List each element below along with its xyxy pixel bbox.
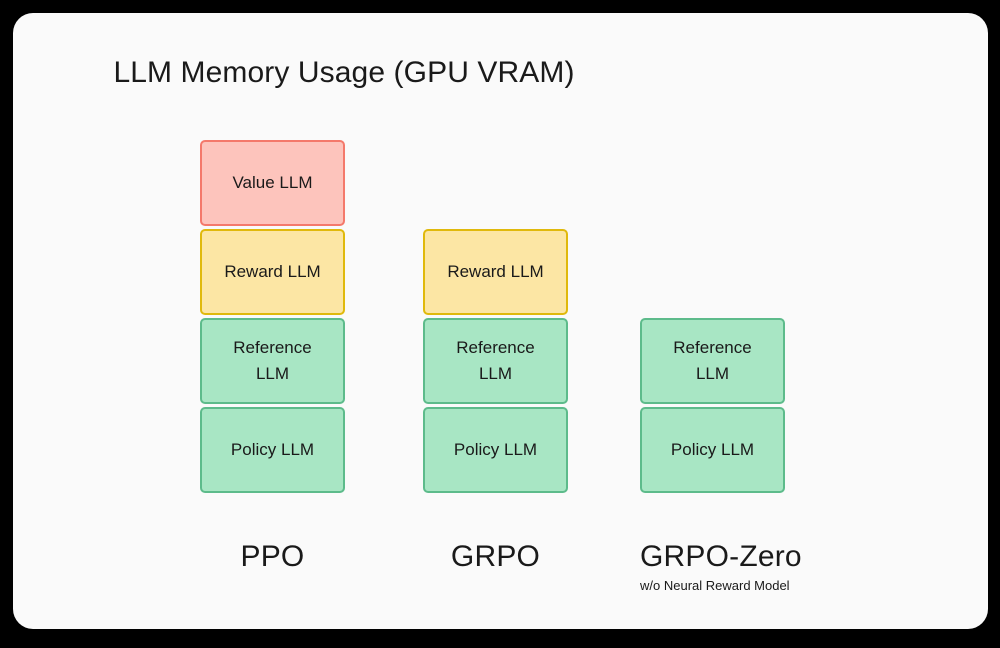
segment-policy-llm[interactable]: Policy LLM [200,407,345,493]
category-sublabel: w/o Neural Reward Model [640,578,790,593]
category-name: GRPO-Zero [640,540,802,573]
segment-label: Reward LLM [224,261,321,281]
chart-card: LLM Memory Usage (GPU VRAM) Value LLM Re… [13,13,988,629]
segment-label: Policy LLM [230,439,315,459]
category-label-grpo-zero: GRPO-Zero w/o Neural Reward Model [640,540,802,593]
segment-label: Value LLM [232,172,313,192]
chart-title: LLM Memory Usage (GPU VRAM) [113,56,575,89]
segment-reward-llm[interactable]: Reward LLM [200,229,345,315]
segment-label: Policy LLM [453,439,538,459]
segment-policy-llm[interactable]: Policy LLM [423,407,568,493]
segment-value-llm[interactable]: Value LLM [200,140,345,226]
segment-policy-llm[interactable]: Policy LLM [640,407,785,493]
segment-reward-llm[interactable]: Reward LLM [423,229,568,315]
segment-label: Reward LLM [447,261,544,281]
category-name: PPO [240,540,305,573]
category-label-ppo: PPO [200,540,345,574]
segment-label: Policy LLM [670,439,755,459]
category-label-grpo: GRPO [423,540,568,574]
category-name: GRPO [450,540,541,573]
